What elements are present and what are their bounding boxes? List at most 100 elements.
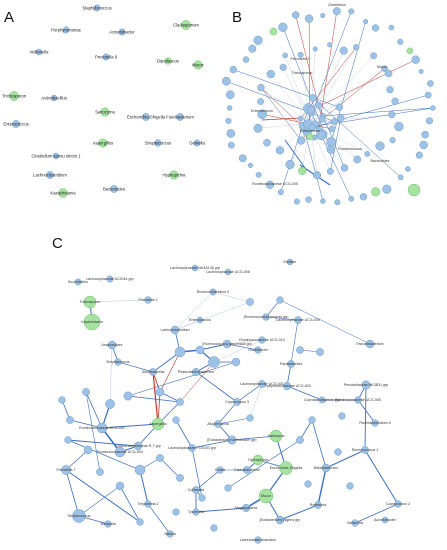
- panel-b-node: [253, 35, 263, 45]
- panel-b-node: [263, 138, 271, 147]
- node-label: Streptococcus: [68, 514, 91, 518]
- bacteria-node: [282, 381, 292, 391]
- bacteria-node: [176, 398, 184, 406]
- bacteria-node: [297, 115, 304, 122]
- bacteria-node: [415, 151, 423, 159]
- panel-b-node: [226, 129, 236, 138]
- panel-b-node: [247, 162, 254, 168]
- bacteria-node: [257, 83, 265, 92]
- network-edge: [174, 301, 251, 331]
- panel-b-node: [266, 69, 275, 79]
- node-label: Lachnospiraceae AC2044 grp: [86, 277, 133, 281]
- network-edge: [179, 361, 215, 403]
- bacteria-node: [279, 63, 287, 71]
- node-alloprevotella: Alloprevotella: [207, 420, 229, 428]
- panel-b-node: [238, 154, 247, 163]
- bacteria-node: [386, 86, 394, 94]
- node-ruminoclostridium-9: Ruminoclostridium 9: [197, 288, 230, 296]
- panel-c-node: [176, 398, 184, 406]
- node--ruminococcus-gauvreauii-grp: [Ruminococcus] gauvreauii grp: [202, 339, 252, 349]
- bacteria-node: [405, 166, 411, 172]
- panel-b-fungi-node: [407, 183, 421, 197]
- node-label: Acinetobacter: [374, 518, 397, 522]
- bacteria-node: [411, 55, 420, 64]
- node--eubacterium-eligens-grp: [Eubacterium] eligens grp: [260, 515, 300, 525]
- panel-b-node: [326, 145, 336, 154]
- panel-b-node: [318, 115, 326, 123]
- network-edge: [226, 343, 259, 351]
- node-label: Slackia: [164, 532, 176, 536]
- bacteria-node: [229, 65, 237, 74]
- bacteria-node: [291, 11, 300, 19]
- panel-a-letter: A: [4, 9, 14, 26]
- node-label: Anaerostipes: [102, 343, 123, 347]
- bacteria-node: [424, 91, 432, 99]
- node-label: Shuttleworthia: [142, 370, 165, 374]
- node-ruminococcaceae-ucg-005: Ruminococcaceae UCG-005: [335, 396, 381, 404]
- network-edge: [119, 485, 141, 523]
- fungi-node: [100, 107, 110, 117]
- node-lachnospiraceae-ucg-001: Lachnospiraceae UCG-001: [240, 380, 284, 388]
- panel-b-node: [307, 105, 316, 115]
- node-label: Hyphopichia: [162, 172, 186, 177]
- panel-c-node: [172, 508, 180, 516]
- node-label: [Eubacterium] ruminantium grp: [207, 438, 256, 442]
- node-lachnoclostridium: Lachnoclostridium: [33, 171, 67, 179]
- node-label: Trichosporon: [292, 71, 313, 75]
- node-dipodascus: Dipodascus: [157, 57, 179, 65]
- bacteria-node: [226, 105, 233, 111]
- bacteria-node: [149, 368, 157, 376]
- node-label: Mucor: [377, 65, 388, 69]
- bacteria-node: [96, 468, 104, 476]
- node-label: Lachnoanaerobaculum: [240, 538, 277, 542]
- fungi-node: [252, 454, 264, 466]
- network-edge: [226, 339, 263, 345]
- node-weissella: Weissella: [100, 520, 116, 528]
- bacteria-node: [338, 412, 346, 420]
- panel-b-node: [226, 105, 233, 111]
- node-label: Weissella: [100, 522, 115, 526]
- bacteria-node: [172, 416, 180, 424]
- node-treponema-2: Treponema 2: [137, 500, 159, 508]
- node-label: Bacteroides: [371, 159, 390, 163]
- fungi-node: [98, 138, 108, 148]
- node-label: Butyricicoccus: [107, 360, 130, 364]
- node-label: Phascolarctobacterium: [178, 370, 215, 374]
- node-label: Ruminoclostridium 9: [197, 290, 230, 294]
- bacteria-node: [233, 398, 241, 406]
- panel-b-node: [405, 166, 411, 172]
- bacteria-node: [282, 52, 288, 59]
- node-label: Mucor: [192, 62, 204, 67]
- panel-b-node: [326, 167, 334, 175]
- network-edge: [236, 383, 263, 403]
- bacteria-node: [365, 339, 375, 349]
- node-label: Coprostanoligenes grp: [304, 398, 340, 402]
- node-coprococcus-3: Coprococcus 3: [225, 398, 249, 406]
- bacteria-node: [156, 454, 164, 462]
- bacteria-node: [389, 137, 396, 144]
- network-edge: [152, 371, 159, 425]
- panel-c-node: [66, 416, 74, 424]
- network-edge: [279, 504, 319, 521]
- bacteria-node: [382, 184, 392, 194]
- bacteria-node: [353, 44, 360, 51]
- network-edge: [308, 18, 311, 137]
- network-edge: [279, 299, 371, 345]
- bacteria-node: [154, 139, 162, 147]
- node-label: Veillonella: [347, 521, 363, 525]
- bacteria-node: [72, 509, 86, 523]
- bacteria-node: [118, 28, 126, 36]
- node-label: Streptococcus: [145, 140, 172, 145]
- bacteria-node: [255, 171, 262, 178]
- fungi-node: [269, 27, 278, 36]
- panel-b-node: [293, 198, 300, 205]
- panel-b-node: [313, 171, 322, 180]
- bacteria-node: [210, 524, 218, 532]
- panel-b-node: [275, 146, 284, 155]
- panel-b-node: [332, 7, 341, 16]
- panel-c-node: [346, 482, 354, 490]
- node-label: Treponema 2: [137, 502, 158, 506]
- bacteria-node: [278, 22, 288, 32]
- node-ruminococcaceae-ucg-014: Ruminococcaceae UCG-014: [239, 336, 285, 344]
